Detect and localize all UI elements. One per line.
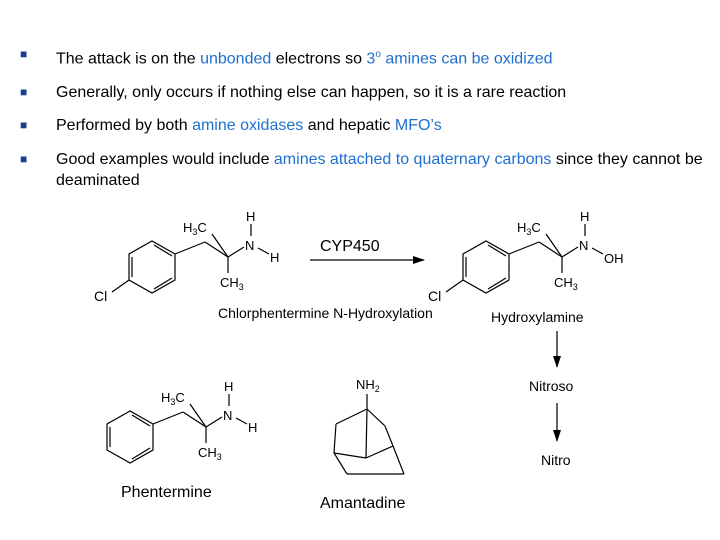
- nitro-label: Nitro: [541, 452, 571, 468]
- hydroxylamine-structure: [445, 224, 604, 294]
- h-top-label-3: H: [224, 379, 233, 394]
- bullet-item: ■ Generally, only occurs if nothing else …: [20, 82, 710, 103]
- highlighted-text: amines attached to quaternary carbons: [273, 150, 552, 168]
- bullet-square-icon: ■: [20, 84, 28, 99]
- ch3-label-1: CH3: [220, 275, 244, 292]
- h-top-label-2: H: [580, 209, 589, 224]
- bullet-square-icon: ■: [20, 118, 28, 133]
- n-label-3: N: [223, 408, 232, 423]
- highlighted-text: MFO’s: [394, 117, 442, 135]
- oh-label: OH: [604, 251, 624, 266]
- h-top-label-1: H: [246, 209, 255, 224]
- highlighted-text: amines can be oxidized: [380, 50, 553, 68]
- bullet-item: ■ Performed by both amine oxidases and he…: [20, 115, 710, 136]
- h-right-label-1: H: [270, 250, 279, 265]
- bullet-text: Good examples would include: [56, 150, 274, 168]
- h-right-label-3: H: [248, 420, 257, 435]
- bullet-text: since they cannot be deaminated: [56, 150, 703, 189]
- highlighted-text: amine oxidases: [192, 117, 304, 135]
- cl-label-1: Cl: [94, 288, 107, 304]
- h3c-label-3: H3C: [161, 390, 185, 407]
- reaction-caption: Chlorphentermine N-Hydroxylation: [218, 305, 433, 321]
- product-label: Hydroxylamine: [491, 309, 584, 325]
- bullet-item: ■ Good examples would include amines atta…: [20, 149, 710, 191]
- h3c-label-2: H3C: [517, 220, 541, 237]
- amantadine-structure: [333, 394, 405, 475]
- highlighted-text: unbonded: [200, 50, 272, 68]
- bullet-item: ■ The attack is on the unbonded electrons…: [20, 44, 710, 69]
- h3c-label-1: H3C: [183, 220, 207, 237]
- ch3-label-2: CH3: [554, 275, 578, 292]
- bullet-text: The attack is on the: [56, 50, 201, 68]
- phentermine-structure: [106, 394, 248, 464]
- cl-label-2: Cl: [428, 288, 441, 304]
- amantadine-label: Amantadine: [320, 495, 405, 512]
- phentermine-label: Phentermine: [121, 484, 212, 501]
- bullet-list: ■ The attack is on the unbonded electrons…: [20, 44, 710, 203]
- bullet-square-icon: ■: [20, 47, 28, 61]
- chlorphentermine-structure: [111, 224, 270, 294]
- bullet-text: Performed by both: [56, 117, 193, 135]
- n-label-1: N: [245, 238, 254, 253]
- highlighted-text: o: [375, 49, 381, 60]
- n-label-2: N: [579, 238, 588, 253]
- bullet-text: and hepatic: [303, 117, 395, 135]
- bullet-text: Generally, only occurs if nothing else c…: [56, 83, 567, 101]
- bullet-text: electrons so: [271, 50, 367, 68]
- ch3-label-3: CH3: [198, 445, 222, 462]
- bullet-square-icon: ■: [20, 151, 28, 166]
- nh2-label: NH2: [356, 377, 380, 394]
- nitroso-label: Nitroso: [529, 378, 574, 394]
- highlighted-text: 3: [366, 50, 376, 68]
- enzyme-label: CYP450: [320, 238, 380, 255]
